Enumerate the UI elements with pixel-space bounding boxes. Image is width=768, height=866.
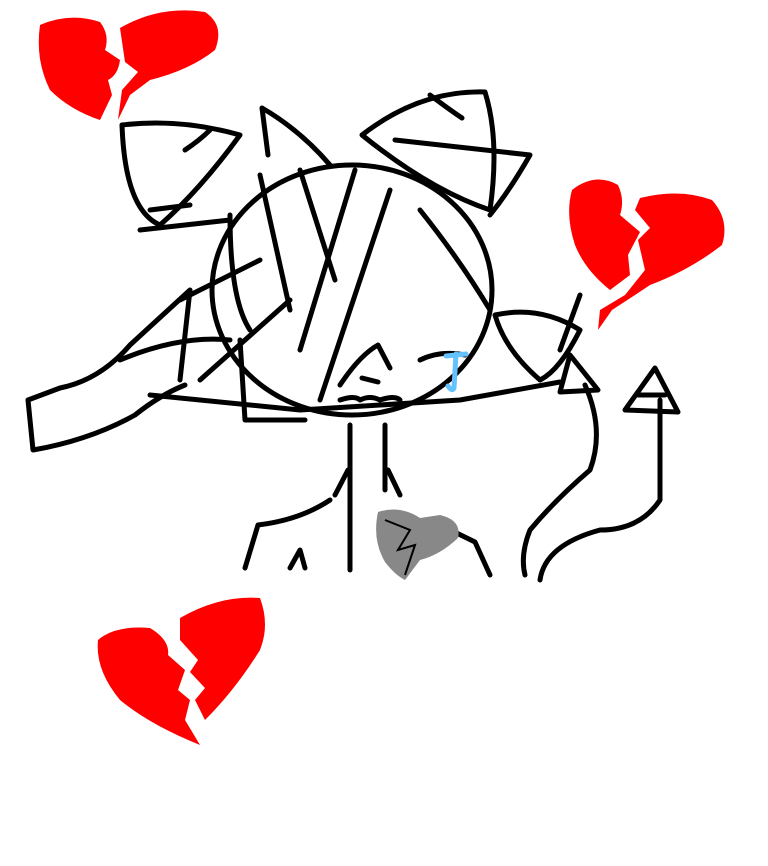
- broken-heart-icon: [569, 179, 725, 330]
- character-drawing: [25, 89, 681, 583]
- broken-heart-icon: [38, 10, 219, 120]
- gray-broken-heart-icon: [376, 509, 459, 580]
- tear-icon: [443, 351, 469, 393]
- broken-heart-icon: [97, 597, 265, 745]
